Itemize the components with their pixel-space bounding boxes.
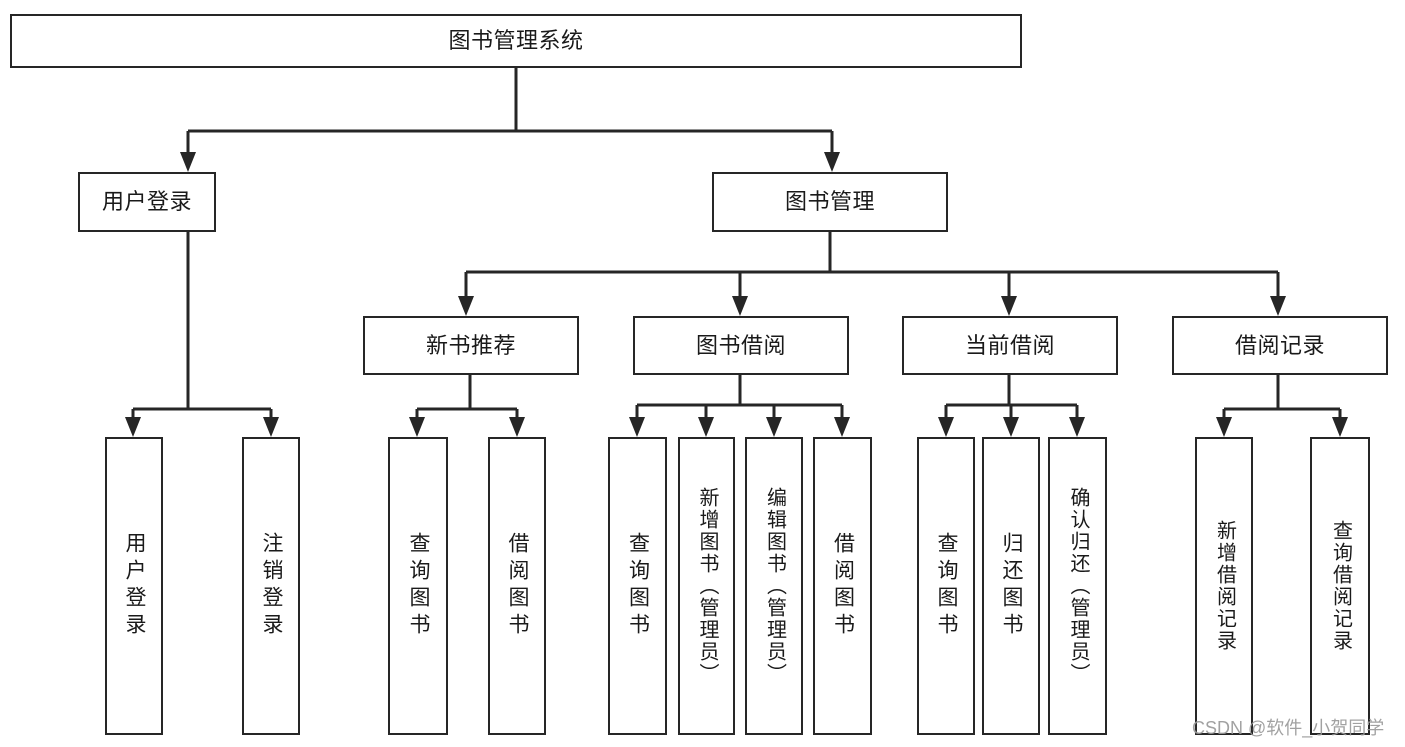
- node-root[interactable]: 图书管理系统: [10, 14, 1022, 68]
- node-leaf-borrow-book-1[interactable]: 借阅图书: [488, 437, 546, 735]
- arrowhead-icon: [732, 296, 748, 316]
- node-leaf-confirm-return-admin[interactable]: 确认归还（管理员）: [1048, 437, 1107, 735]
- connector-arrowheads: [125, 152, 1348, 437]
- node-label: 查询图书: [407, 532, 431, 640]
- node-current-borrow[interactable]: 当前借阅: [902, 316, 1118, 375]
- node-label: 编辑图书（管理员）: [763, 487, 786, 685]
- node-leaf-query-borrow-record[interactable]: 查询借阅记录: [1310, 437, 1370, 735]
- arrowhead-icon: [698, 417, 714, 437]
- node-label: 查询图书: [626, 532, 650, 640]
- node-label: 用户登录: [123, 532, 147, 640]
- arrowhead-icon: [938, 417, 954, 437]
- node-label: 归还图书: [1000, 532, 1024, 640]
- arrowhead-icon: [125, 417, 141, 437]
- node-label: 新书推荐: [425, 332, 516, 358]
- node-label: 借阅记录: [1234, 332, 1325, 358]
- node-leaf-borrow-book-2[interactable]: 借阅图书: [813, 437, 872, 735]
- arrowhead-icon: [824, 152, 840, 172]
- node-label: 用户登录: [101, 189, 192, 214]
- node-new-book-recommend[interactable]: 新书推荐: [363, 316, 579, 375]
- node-leaf-logout[interactable]: 注销登录: [242, 437, 300, 735]
- arrowhead-icon: [263, 417, 279, 437]
- node-leaf-query-book-1[interactable]: 查询图书: [388, 437, 448, 735]
- node-label: 注销登录: [260, 532, 284, 640]
- arrowhead-icon: [1003, 417, 1019, 437]
- arrowhead-icon: [509, 417, 525, 437]
- node-label: 查询图书: [935, 532, 959, 640]
- node-label: 查询借阅记录: [1329, 520, 1352, 652]
- node-leaf-edit-book-admin[interactable]: 编辑图书（管理员）: [745, 437, 803, 735]
- node-label: 借阅图书: [506, 532, 530, 640]
- csdn-watermark: CSDN @软件_小贺同学: [1192, 718, 1385, 738]
- node-leaf-add-book-admin[interactable]: 新增图书（管理员）: [678, 437, 735, 735]
- arrowhead-icon: [1001, 296, 1017, 316]
- arrowhead-icon: [458, 296, 474, 316]
- arrowhead-icon: [409, 417, 425, 437]
- arrowhead-icon: [1270, 296, 1286, 316]
- connector-lines: [131, 68, 1342, 430]
- node-leaf-add-borrow-record[interactable]: 新增借阅记录: [1195, 437, 1253, 735]
- node-user-login[interactable]: 用户登录: [78, 172, 216, 232]
- node-label: 新增图书（管理员）: [696, 487, 718, 685]
- node-label: 确认归还（管理员）: [1067, 487, 1089, 685]
- node-label: 图书借阅: [695, 332, 786, 358]
- node-label: 图书管理系统: [448, 28, 584, 53]
- arrowhead-icon: [1216, 417, 1232, 437]
- node-leaf-query-book-2[interactable]: 查询图书: [608, 437, 667, 735]
- node-leaf-return-book[interactable]: 归还图书: [982, 437, 1040, 735]
- node-leaf-user-login[interactable]: 用户登录: [105, 437, 163, 735]
- node-label: 图书管理: [784, 189, 875, 214]
- node-label: 当前借阅: [964, 332, 1055, 358]
- arrowhead-icon: [1332, 417, 1348, 437]
- node-leaf-query-book-3[interactable]: 查询图书: [917, 437, 975, 735]
- arrowhead-icon: [1069, 417, 1085, 437]
- node-book-management[interactable]: 图书管理: [712, 172, 948, 232]
- arrowhead-icon: [834, 417, 850, 437]
- node-book-borrow[interactable]: 图书借阅: [633, 316, 849, 375]
- node-label: 借阅图书: [831, 532, 855, 640]
- arrowhead-icon: [180, 152, 196, 172]
- arrowhead-icon: [629, 417, 645, 437]
- node-label: 新增借阅记录: [1213, 520, 1236, 652]
- node-borrow-record[interactable]: 借阅记录: [1172, 316, 1388, 375]
- arrowhead-icon: [766, 417, 782, 437]
